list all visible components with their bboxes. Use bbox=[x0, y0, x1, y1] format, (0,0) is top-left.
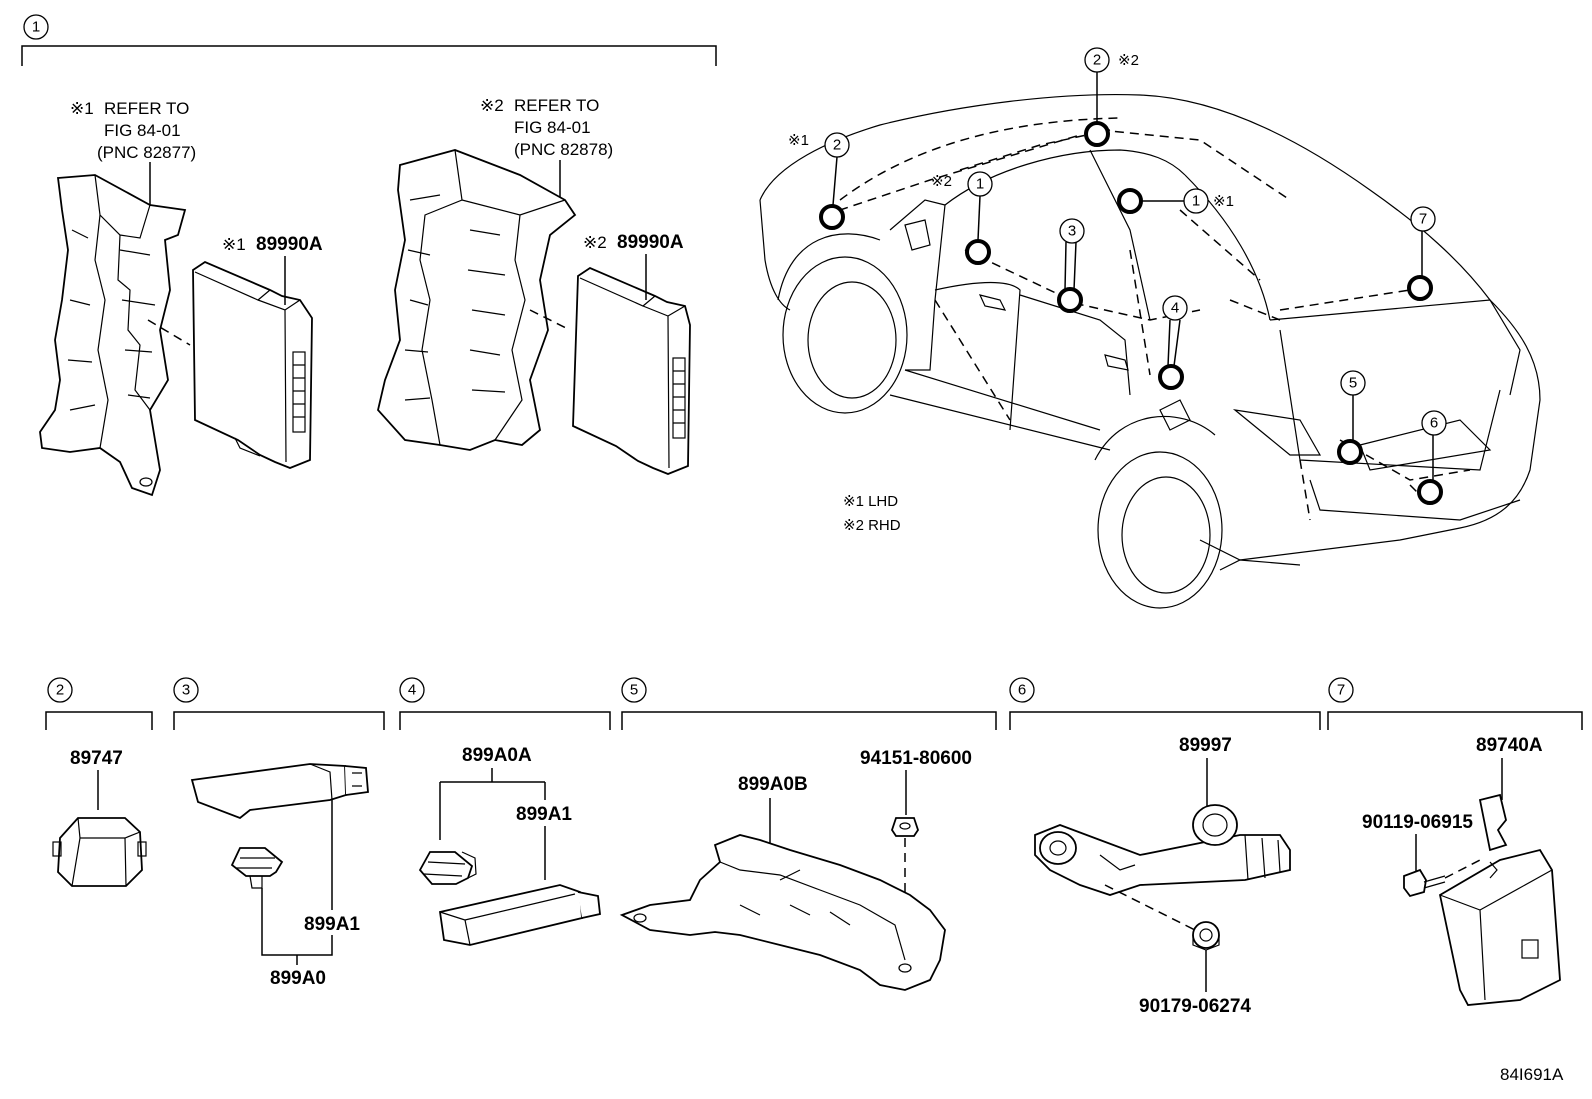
group-3: 3 899A1 899A0 bbox=[173, 677, 385, 989]
part-label-899a0b: 899A0B bbox=[738, 774, 808, 795]
drive-legend: ※1 LHD ※2 RHD bbox=[843, 493, 901, 534]
callout-2-left-mark: ※1 bbox=[788, 132, 809, 149]
callout-3: 3 bbox=[1068, 223, 1076, 240]
rhd-reference-note: ※2 REFER TO FIG 84-01 (PNC 82878) bbox=[480, 96, 613, 208]
marker-1-rhd bbox=[965, 239, 991, 265]
callout-2-left: 2 bbox=[833, 137, 841, 154]
rhd-junction-bracket bbox=[377, 149, 577, 451]
callout-2-top: 2 bbox=[1093, 52, 1101, 69]
rhd-refer-to: REFER TO bbox=[514, 96, 599, 115]
part-label-89997: 89997 bbox=[1179, 735, 1232, 756]
group-7: 7 89740A 90119-06915 bbox=[1327, 677, 1583, 1006]
group-1-header: 1 bbox=[21, 14, 717, 66]
part-label-89990a-lhd: 89990A bbox=[256, 234, 323, 255]
part-89740a-module bbox=[1438, 793, 1561, 1006]
part-899a0a-clip bbox=[418, 851, 477, 885]
legend-rhd: ※2 RHD bbox=[843, 517, 901, 534]
marker-2-rhd bbox=[1084, 121, 1110, 147]
part-label-90179-06274: 90179-06274 bbox=[1139, 996, 1251, 1017]
callout-2-top-mark: ※2 bbox=[1118, 52, 1139, 69]
rhd-pnc: (PNC 82878) bbox=[514, 140, 613, 159]
marker-6 bbox=[1417, 479, 1443, 505]
part-89747-sensor bbox=[52, 817, 147, 887]
part-label-89740a: 89740A bbox=[1476, 735, 1543, 756]
legend-lhd: ※1 LHD bbox=[843, 493, 898, 510]
part-label-899a0: 899A0 bbox=[270, 968, 326, 989]
group-4-number: 4 bbox=[408, 682, 416, 699]
callout-5: 5 bbox=[1349, 375, 1357, 392]
lhd-fig: FIG 84-01 bbox=[104, 121, 181, 140]
ecu-lhd-mark: ※1 bbox=[222, 235, 246, 254]
group-4: 4 899A0A 899A1 bbox=[399, 677, 611, 946]
part-label-899a1-g3: 899A1 bbox=[304, 914, 360, 935]
group-1-number: 1 bbox=[32, 19, 40, 36]
lhd-reference-note: ※1 REFER TO FIG 84-01 (PNC 82877) bbox=[70, 99, 196, 208]
vehicle-callouts: 2 ※2 ※1 2 ※2 1 1 ※1 3 4 7 5 6 bbox=[788, 47, 1447, 481]
part-899a1-antenna-g4 bbox=[438, 884, 601, 946]
callout-1-right-mark: ※1 bbox=[1213, 193, 1234, 210]
part-label-94151-80600: 94151-80600 bbox=[860, 748, 972, 769]
callout-7: 7 bbox=[1419, 211, 1427, 228]
ecu-rhd-mark: ※2 bbox=[583, 233, 607, 252]
marker-7 bbox=[1407, 275, 1433, 301]
rhd-mark: ※2 bbox=[480, 96, 504, 115]
part-label-899a0a: 899A0A bbox=[462, 745, 532, 766]
part-899a0b-bracket bbox=[619, 834, 946, 991]
part-label-89747: 89747 bbox=[70, 748, 123, 769]
group-6: 6 89997 90179-06274 bbox=[1009, 677, 1321, 1017]
part-label-90119-06915: 90119-06915 bbox=[1362, 812, 1473, 833]
rhd-ecu-89990a bbox=[572, 266, 691, 475]
callout-1-right: 1 bbox=[1192, 193, 1200, 210]
marker-4 bbox=[1158, 364, 1184, 390]
callout-1-left-mark: ※2 bbox=[931, 173, 952, 190]
lhd-refer-to: REFER TO bbox=[104, 99, 189, 118]
marker-1-lhd bbox=[1117, 188, 1143, 214]
group-2-number: 2 bbox=[56, 682, 64, 699]
lhd-pnc: (PNC 82877) bbox=[97, 143, 196, 162]
group-2: 2 89747 bbox=[45, 677, 153, 887]
part-90119-bolt bbox=[1403, 868, 1446, 898]
part-89997-sensor-arm bbox=[1034, 804, 1291, 896]
marker-2-lhd bbox=[819, 204, 845, 230]
vehicle-location-markers bbox=[819, 121, 1443, 505]
figure-id: 84I691A bbox=[1500, 1065, 1564, 1084]
part-899a0-clip-g3 bbox=[230, 847, 284, 889]
part-label-899a1-g4: 899A1 bbox=[516, 804, 572, 825]
callout-4: 4 bbox=[1171, 300, 1179, 317]
part-899a1-antenna-g3 bbox=[190, 763, 369, 820]
group-6-number: 6 bbox=[1018, 682, 1026, 699]
marker-3 bbox=[1057, 287, 1083, 313]
group-5-number: 5 bbox=[630, 682, 638, 699]
lhd-junction-bracket bbox=[39, 174, 187, 497]
callout-6: 6 bbox=[1430, 415, 1438, 432]
group-3-number: 3 bbox=[182, 682, 190, 699]
lhd-mark: ※1 bbox=[70, 99, 94, 118]
lhd-ecu-89990a bbox=[192, 260, 313, 469]
marker-5 bbox=[1337, 439, 1363, 465]
group-5: 5 899A0B 94151-80600 bbox=[619, 677, 997, 991]
part-94151-nut bbox=[891, 817, 919, 837]
part-label-89990a-rhd: 89990A bbox=[617, 232, 684, 253]
part-90179-nut bbox=[1192, 921, 1220, 951]
group-7-number: 7 bbox=[1337, 682, 1345, 699]
callout-1-left: 1 bbox=[976, 176, 984, 193]
rhd-fig: FIG 84-01 bbox=[514, 118, 591, 137]
